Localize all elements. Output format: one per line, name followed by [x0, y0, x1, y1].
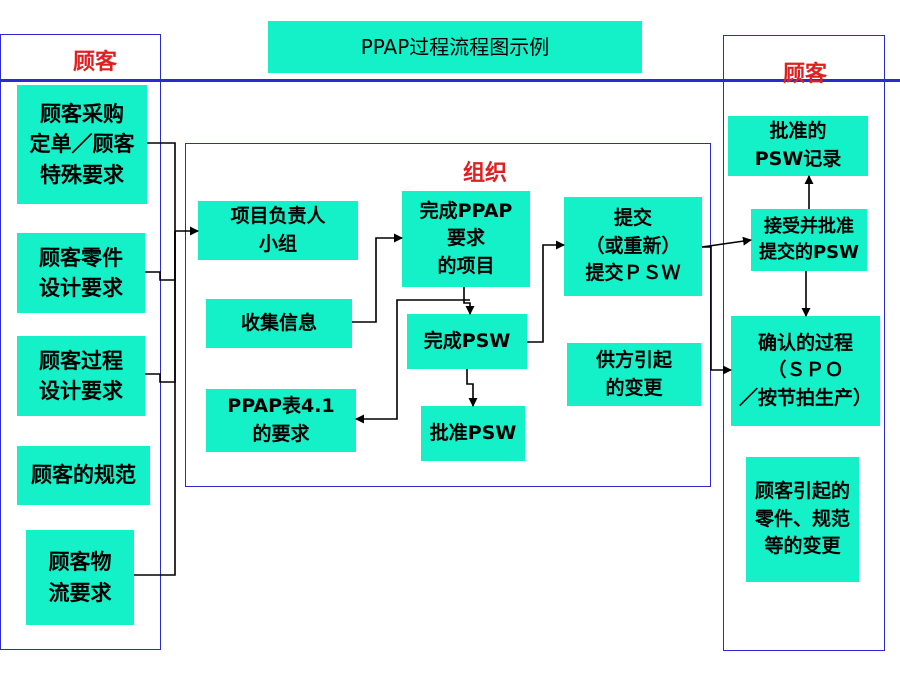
header-rule	[0, 79, 900, 82]
submit-psw-box: 提交 （或重新） 提交ＰＳＷ	[564, 197, 702, 296]
confirmed-process-box: 确认的过程 （ＳＰＯ ／按节拍生产）	[731, 316, 880, 426]
left-customer-panel	[0, 34, 161, 650]
customer-process-design-box: 顾客过程 设计要求	[17, 336, 145, 416]
page-title: PPAP过程流程图示例	[268, 21, 642, 73]
approve-psw-box: 批准PSW	[421, 406, 525, 461]
connector-process-design	[145, 231, 176, 383]
approved-psw-record-box: 批准的 PSW记录	[728, 116, 868, 176]
org-panel-header: 组织	[462, 161, 507, 186]
left-panel-header: 顾客	[72, 50, 117, 75]
connector-to-ppap-table	[355, 299, 470, 424]
customer-change-box: 顾客引起的 零件、规范 等的变更	[746, 457, 859, 582]
project-team-box: 项目负责人 小组	[198, 201, 358, 260]
connector-psw-to-submit	[527, 240, 565, 343]
customer-purchase-order-box: 顾客采购 定单／顾客 特殊要求	[17, 85, 147, 204]
connector-logistics	[134, 231, 176, 576]
connector-part-design	[145, 231, 176, 281]
complete-ppap-box: 完成PPAP 要求 的项目	[402, 191, 530, 287]
connector-psw-to-approve	[466, 369, 478, 407]
connector-submit-to-accept	[701, 236, 752, 248]
complete-psw-box: 完成PSW	[407, 314, 527, 369]
connector-collect-to-ppap	[352, 233, 403, 323]
customer-logistics-box: 顾客物 流要求	[26, 530, 134, 625]
connector-submit-to-confirm	[702, 246, 732, 375]
connector-purchase-order	[147, 142, 176, 231]
right-customer-panel	[723, 35, 885, 651]
customer-specification-box: 顾客的规范	[17, 446, 150, 505]
ppap-requirements-box: PPAP表4.1 的要求	[206, 389, 356, 452]
collect-info-box: 收集信息	[206, 299, 352, 348]
right-panel-header: 顾客	[782, 62, 827, 87]
customer-part-design-box: 顾客零件 设计要求	[17, 233, 145, 313]
accept-approve-psw-box: 接受并批准 提交的PSW	[751, 209, 867, 271]
connector-ppap-to-psw	[463, 287, 475, 315]
supplier-change-box: 供方引起 的变更	[567, 343, 701, 406]
